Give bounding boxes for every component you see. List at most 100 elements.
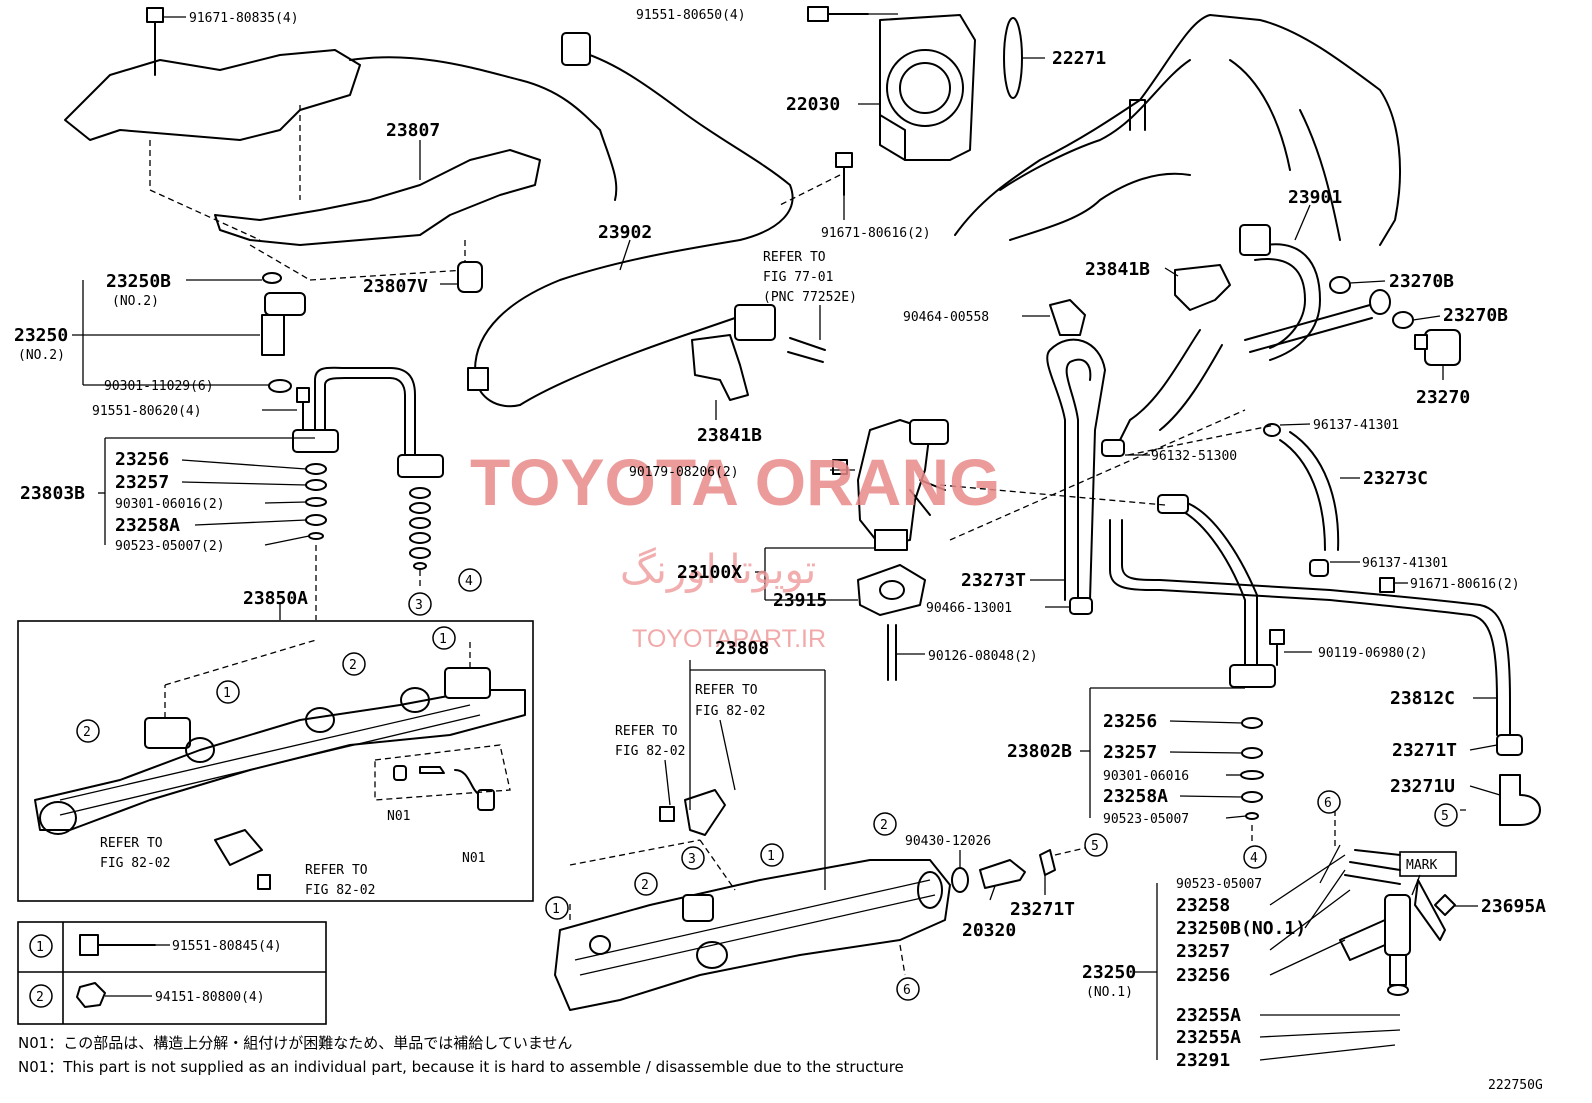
clip-90464-00558 — [1049, 299, 1086, 336]
fuel-hose-23902 — [349, 32, 794, 408]
refer-82-a-line1: REFER TO — [695, 683, 758, 698]
ref-circle-1-a: 1 — [432, 626, 456, 650]
refer-82-c-line2: FIG 82-02 — [100, 856, 170, 871]
label-90301-06016-left: 90301-06016(2) — [115, 497, 225, 512]
svg-text:1: 1 — [223, 686, 231, 701]
ref-circle-1-c: 1 — [760, 843, 784, 867]
svg-text:4: 4 — [465, 574, 473, 589]
label-23250-no1: 23250 — [1082, 962, 1136, 983]
vacuum-pipe-23270 — [1244, 276, 1461, 366]
label-91551-80620: 91551-80620(4) — [92, 404, 202, 419]
bolt-91671-80835 — [146, 7, 164, 76]
circled-refs: 3 4 1 2 1 2 2 1 3 2 1 6 5 4 6 5 — [76, 568, 1458, 1001]
refer-82-b-line1: REFER TO — [615, 724, 678, 739]
throttle-body-22030 — [879, 14, 976, 161]
label-23850A: 23850A — [243, 588, 308, 609]
legend-key-2: 2 — [29, 984, 53, 1008]
engine-intake-manifold — [954, 14, 1401, 246]
label-n01-b: N01 — [462, 851, 485, 866]
hose-23273T — [1046, 338, 1106, 615]
fuel-pipe-23812C — [1101, 439, 1511, 736]
label-91671-80835: 91671-80835(4) — [189, 11, 299, 26]
ref-circle-3-left: 3 — [408, 592, 432, 616]
label-23257-left: 23257 — [115, 472, 169, 493]
label-23812C: 23812C — [1390, 688, 1455, 709]
ref-circle-2-c: 2 — [873, 812, 897, 836]
clamp-23841B-left — [691, 334, 749, 401]
o-rings-right-stack — [1240, 717, 1264, 820]
label-96137-41301-top: 96137-41301 — [1313, 418, 1399, 433]
ref-circle-2-a: 2 — [342, 652, 366, 676]
clamp-23841B-right — [1174, 264, 1231, 311]
label-23255A-a: 23255A — [1176, 1005, 1241, 1026]
gasket-23915 — [857, 564, 926, 616]
refer-82-d-line1: REFER TO — [305, 863, 368, 878]
stud-90126-08048 — [887, 624, 897, 681]
label-23808: 23808 — [715, 638, 769, 659]
svg-text:2: 2 — [349, 658, 357, 673]
label-91671-80616-right: 91671-80616(2) — [1410, 577, 1520, 592]
label-mark: MARK — [1406, 858, 1437, 873]
label-22030: 22030 — [786, 94, 840, 115]
watermark-site: TOYOTAPART.IR — [632, 625, 826, 653]
label-23271U: 23271U — [1390, 776, 1455, 797]
label-23255A-b: 23255A — [1176, 1027, 1241, 1048]
hose-23901 — [1119, 224, 1321, 441]
note-english: N01：This part is not supplied as an indi… — [18, 1058, 904, 1076]
fuel-injector-23250-no1 — [1339, 849, 1446, 996]
svg-text:1: 1 — [767, 849, 775, 864]
svg-text:2: 2 — [880, 818, 888, 833]
refer-82-b-line2: FIG 82-02 — [615, 744, 685, 759]
label-n01-a: N01 — [387, 809, 410, 824]
label-90523-05007-bottom: 90523-05007 — [1176, 877, 1262, 892]
legend-content: 1 91551-80845(4) 2 94151-80800(4) — [29, 934, 282, 1008]
label-23271T-right: 23271T — [1392, 740, 1457, 761]
fuel-pipe-23803B — [292, 366, 444, 478]
delivery-pipe-23808 — [554, 789, 951, 1011]
label-90179-08206: 90179-08206(2) — [629, 465, 739, 480]
ref-circle-4-left: 4 — [458, 568, 482, 592]
svg-text:4: 4 — [1250, 851, 1258, 866]
legend-part-1: 91551-80845(4) — [172, 939, 282, 954]
label-23250B-no1: 23250B(NO.1) — [1176, 918, 1306, 939]
delivery-pipe-23850A — [34, 639, 526, 890]
watermark-brand: TOYOTA ORANG — [470, 445, 1000, 519]
ref-circle-6-b: 6 — [1317, 790, 1341, 814]
figure-code: 222750G — [1488, 1078, 1543, 1093]
label-23257-bottom: 23257 — [1176, 941, 1230, 962]
ref-circle-6-a: 6 — [896, 977, 920, 1001]
label-23273C: 23273C — [1363, 468, 1428, 489]
label-90301-11029: 90301-11029(6) — [104, 379, 214, 394]
label-96137-41301-bottom: 96137-41301 — [1362, 556, 1448, 571]
label-90126-08048: 90126-08048(2) — [928, 649, 1038, 664]
label-90430-12026: 90430-12026 — [905, 834, 991, 849]
label-90464-00558: 90464-00558 — [903, 310, 989, 325]
label-23270B-top: 23270B — [1389, 271, 1454, 292]
label-23807V: 23807V — [363, 276, 428, 297]
refer-82-d-line2: FIG 82-02 — [305, 883, 375, 898]
label-90301-06016-right: 90301-06016 — [1103, 769, 1189, 784]
label-91551-80650: 91551-80650(4) — [636, 8, 746, 23]
leader-lines — [72, 13, 1501, 1061]
watermark-persian: تویوتا اورنگ — [620, 547, 816, 593]
ref-circle-1-b: 1 — [216, 680, 240, 704]
label-23841B-right: 23841B — [1085, 259, 1150, 280]
label-23291: 23291 — [1176, 1050, 1230, 1071]
label-91671-80616-top: 91671-80616(2) — [821, 226, 931, 241]
label-23803B: 23803B — [20, 483, 85, 504]
svg-text:5: 5 — [1091, 839, 1099, 854]
svg-text:1: 1 — [552, 902, 560, 917]
ref-circle-3-b: 3 — [681, 846, 705, 870]
label-90119-06980: 90119-06980(2) — [1318, 646, 1428, 661]
cushion-23807V — [457, 261, 483, 293]
ref-circle-2-b: 2 — [76, 719, 100, 743]
legend-part-2: 94151-80800(4) — [155, 990, 265, 1005]
label-23250-no2: 23250 — [14, 325, 68, 346]
label-90523-05007-right: 90523-05007 — [1103, 812, 1189, 827]
part-labels: 91671-80835(4) 91551-80650(4) 22271 2203… — [14, 8, 1546, 1093]
label-23250B-sub: (NO.2) — [112, 294, 159, 309]
label-23807: 23807 — [386, 120, 440, 141]
svg-text:3: 3 — [415, 598, 423, 613]
label-23802B: 23802B — [1007, 741, 1072, 762]
hose-fittings-23271 — [1496, 734, 1541, 826]
